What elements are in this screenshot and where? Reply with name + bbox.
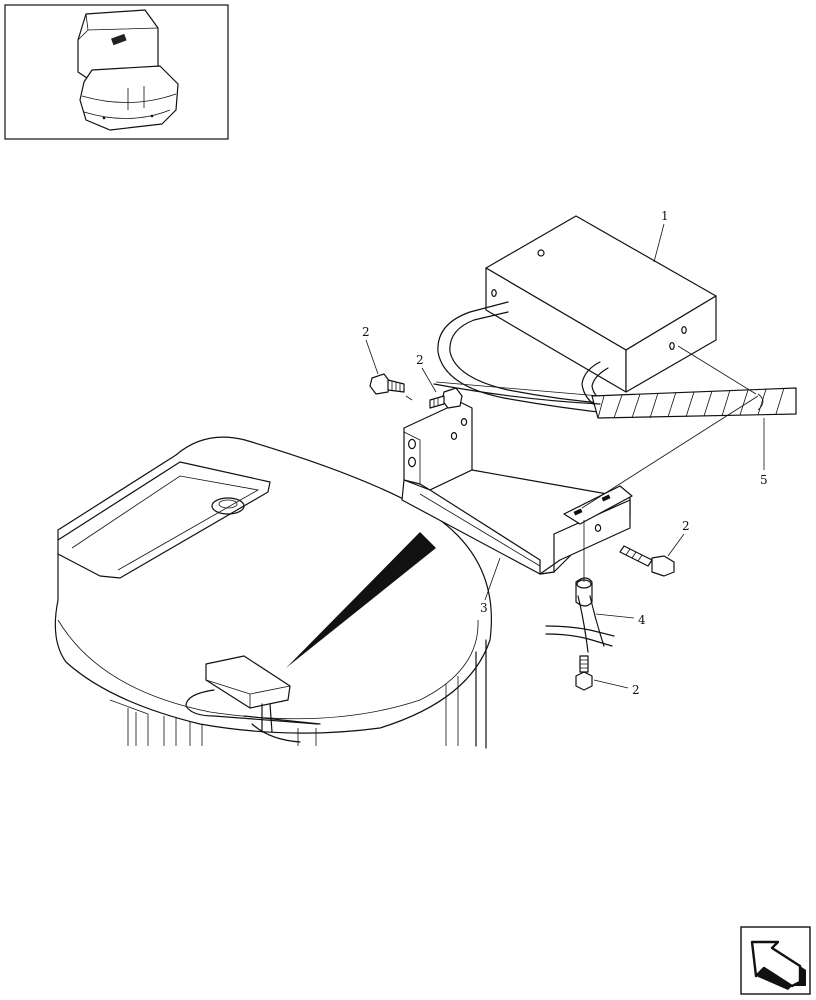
callout-2b: 2 (416, 353, 424, 367)
part-2-bolt-d[interactable] (575, 655, 593, 691)
locator-thumbnail[interactable] (4, 4, 229, 140)
callout-3: 3 (480, 601, 488, 615)
callout-4: 4 (638, 613, 646, 627)
detail-zoom-beam (286, 532, 436, 668)
part-2-bolt-c[interactable] (619, 545, 675, 577)
leader-lines (365, 223, 765, 689)
machine-body (54, 436, 492, 749)
part-4-cable-clip[interactable] (545, 577, 615, 653)
callout-2d: 2 (632, 683, 640, 697)
part-3-mounting-bracket[interactable] (401, 401, 633, 575)
mounted-controller-small (185, 655, 321, 743)
part-2-bolt-a[interactable] (369, 373, 413, 401)
part-5-wiring-harness[interactable] (433, 301, 797, 419)
machine-cab-thumbnail-icon (77, 9, 179, 131)
part-2-bolt-b[interactable] (429, 387, 463, 409)
callout-2a: 2 (362, 325, 370, 339)
callout-2c: 2 (682, 519, 690, 533)
callout-1: 1 (661, 209, 669, 223)
callout-5: 5 (760, 473, 768, 487)
return-arrow-icon[interactable] (740, 926, 811, 995)
part-1-controller-box[interactable] (485, 215, 717, 393)
